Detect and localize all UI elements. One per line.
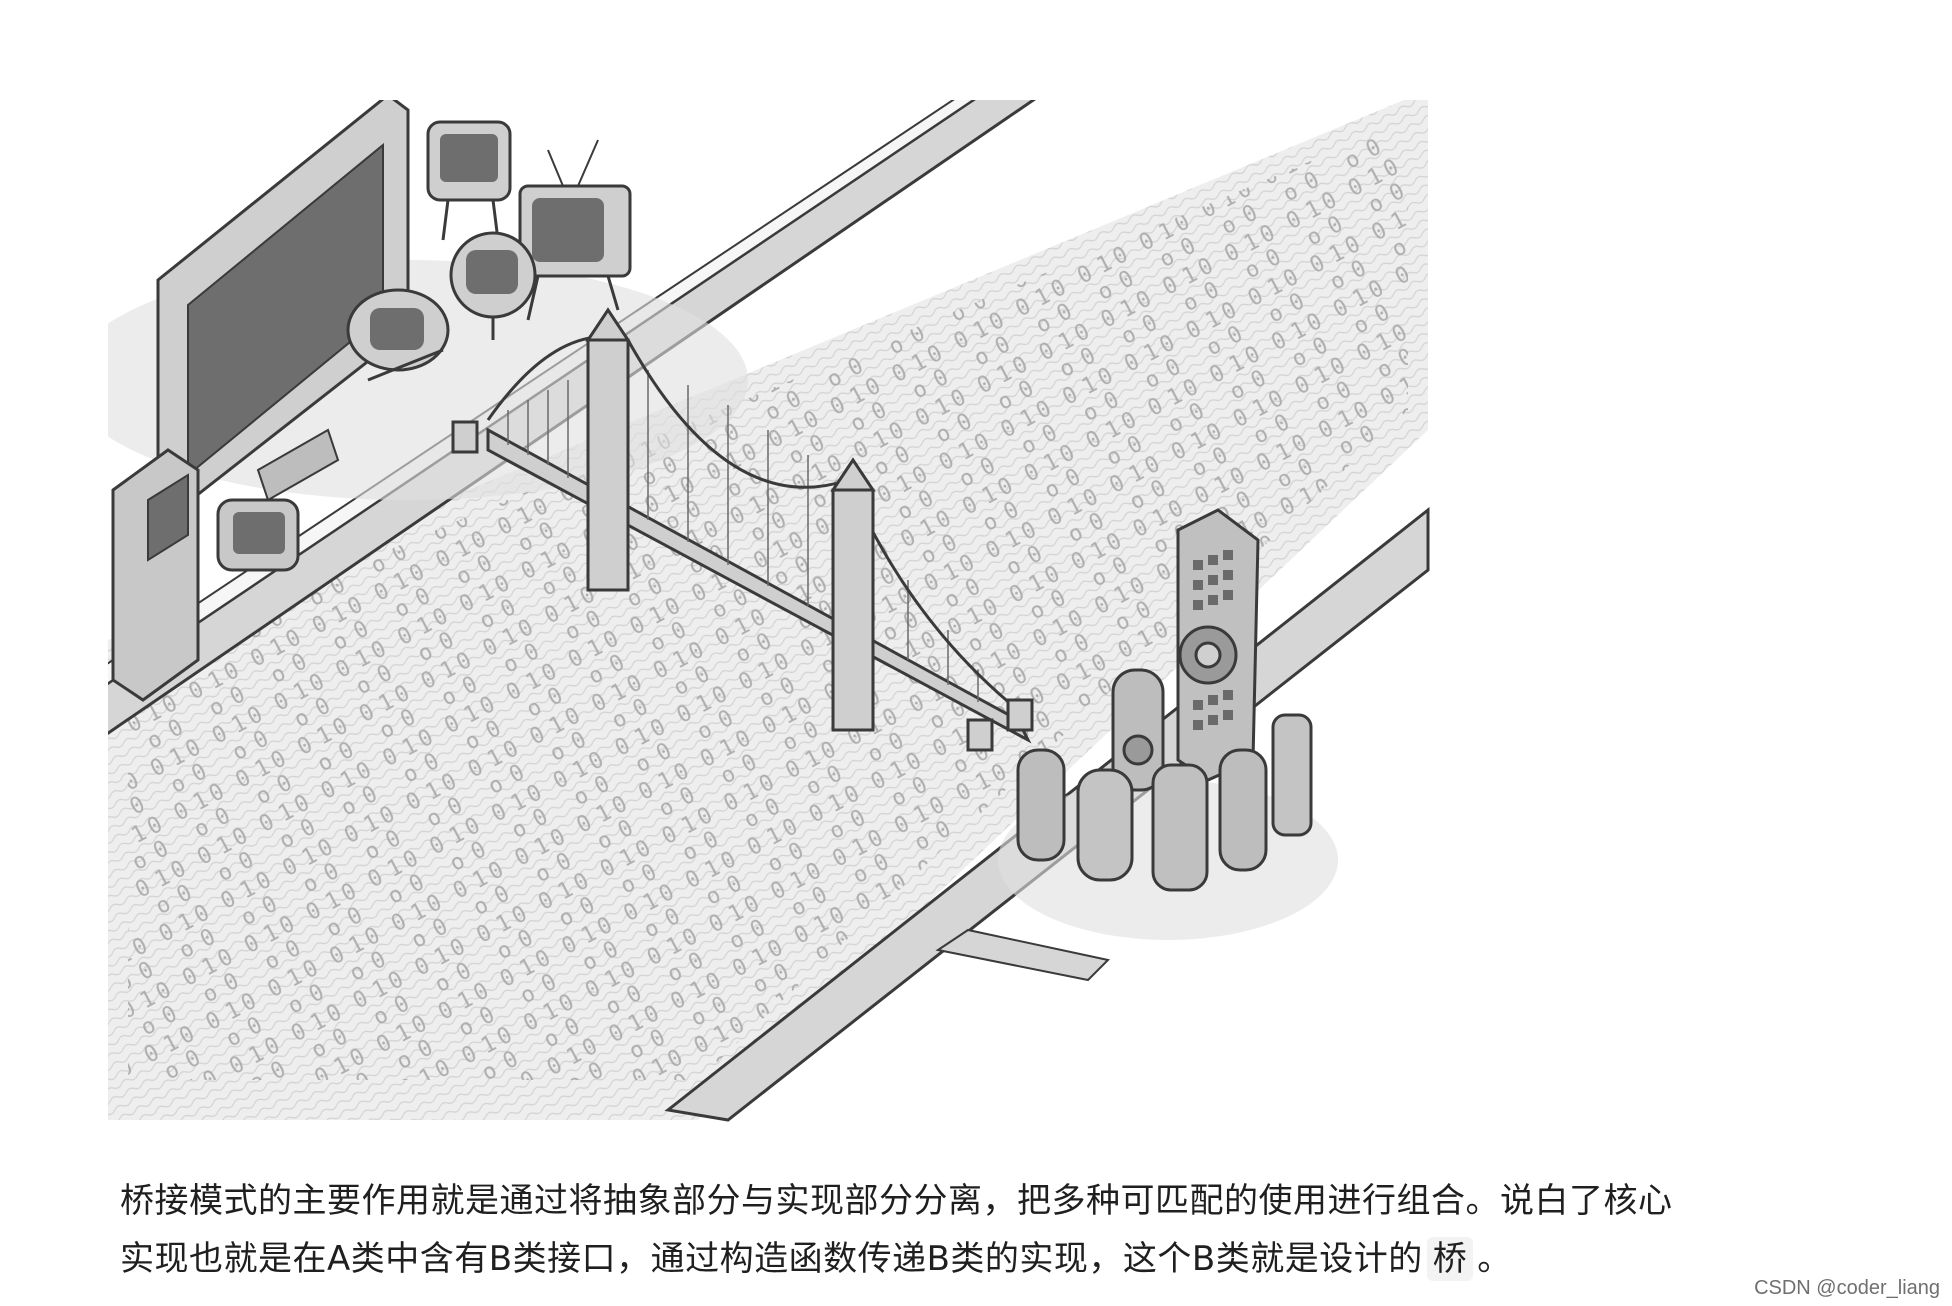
bridge-icon — [451, 307, 1034, 752]
caption-line-2: 实现也就是在A类中含有B类接口，通过构造函数传递B类的实现，这个B类就是设计的桥… — [120, 1230, 1840, 1288]
caption-line-2-suffix: 。 — [1477, 1239, 1512, 1279]
csdn-watermark: CSDN @coder_liang — [1754, 1277, 1940, 1299]
bridge-illustration: 0 1 0 o 0 — [108, 100, 1788, 1160]
description-text: 桥接模式的主要作用就是通过将抽象部分与实现部分分离，把多种可匹配的使用进行组合。… — [120, 1172, 1840, 1288]
remote-controls-icon — [998, 508, 1338, 940]
caption-line-2-prefix: 实现也就是在A类中含有B类接口，通过构造函数传递B类的实现，这个B类就是设计的 — [120, 1239, 1423, 1279]
caption-line-1: 桥接模式的主要作用就是通过将抽象部分与实现部分分离，把多种可匹配的使用进行组合。… — [120, 1181, 1673, 1221]
inline-code-bridge: 桥 — [1426, 1237, 1474, 1281]
